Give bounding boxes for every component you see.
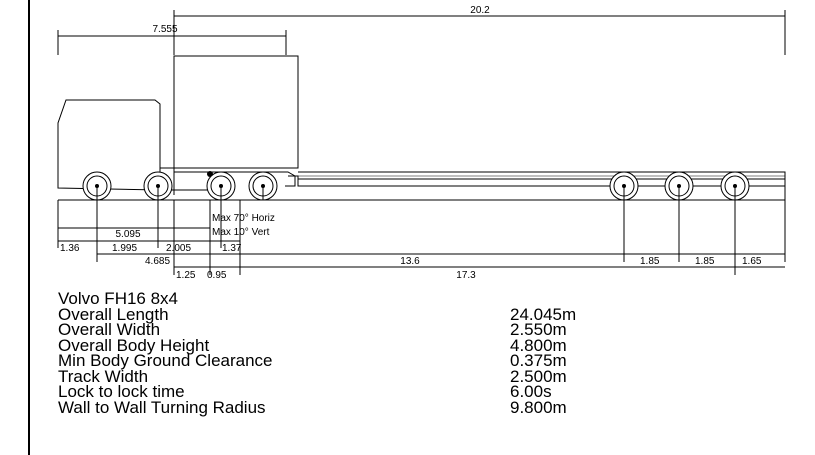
trailer-deck [288,171,786,187]
dimension-label: 17.3 [456,270,476,281]
spec-value: 0.375m [510,351,567,370]
dimension-label: 1.995 [112,243,137,254]
spec-row: Overall Body Height 4.800m [58,335,658,355]
spec-label: Overall Width [58,320,161,339]
dimension-label: 1.85 [640,256,660,267]
spec-title-row: Volvo FH16 8x4 [58,289,658,308]
dimension-label: 1.65 [742,256,762,267]
spec-label: Track Width [58,366,149,386]
spec-label: Overall Body Height [58,335,210,355]
spec-row: Track Width 2.500m [58,366,658,386]
spec-value: 4.800m [510,335,567,355]
tractor-wheels [82,171,278,201]
dimension-label: 7.555 [152,24,177,35]
articulation-vertical: Max 10° Vert [212,227,270,238]
spec-row: Overall Width 2.550m [58,320,658,339]
dimension-lines [58,227,785,268]
dimension-label: 20.2 [470,5,490,16]
spec-label: Overall Length [58,304,169,324]
dimension-label: 13.6 [400,256,420,267]
articulation-horizontal: Max 70° Horiz [212,213,275,224]
cargo-box [173,55,299,169]
dimension-label: 1.36 [60,243,80,254]
dimension-front-to-trailer: 7.555 [57,24,287,55]
dimension-label: 0.95 [207,270,227,281]
dimension-label: 2.005 [166,243,191,254]
dimension-label: 1.25 [176,270,196,281]
dimension-label: 4.685 [145,256,170,267]
dimension-label: 5.095 [115,229,140,240]
dimension-overall-length: 20.2 [173,5,786,55]
dimension-label: 1.85 [695,256,715,267]
spec-value: 24.045m [510,304,577,324]
spec-row: Wall to Wall Turning Radius 9.800m [58,397,658,417]
extension-lines [57,186,786,275]
spec-row: Min Body Ground Clearance 0.375m [58,351,658,370]
spec-table: Volvo FH16 8x4 Overall Length 24.045m Ov… [58,289,658,417]
spec-row: Overall Length 24.045m [58,304,658,324]
dimension-label: 1.37 [222,243,242,254]
spec-value: 6.00s [510,382,552,401]
spec-label: Lock to lock time [58,382,185,401]
vehicle-name: Volvo FH16 8x4 [58,289,179,308]
tractor-cab [57,99,161,191]
spec-label: Wall to Wall Turning Radius [58,397,266,417]
spec-value: 2.550m [510,320,567,339]
spec-row: Lock to lock time 6.00s [58,382,658,401]
spec-label: Min Body Ground Clearance [58,351,273,370]
spec-value: 9.800m [510,397,567,417]
spec-value: 2.500m [510,366,567,386]
